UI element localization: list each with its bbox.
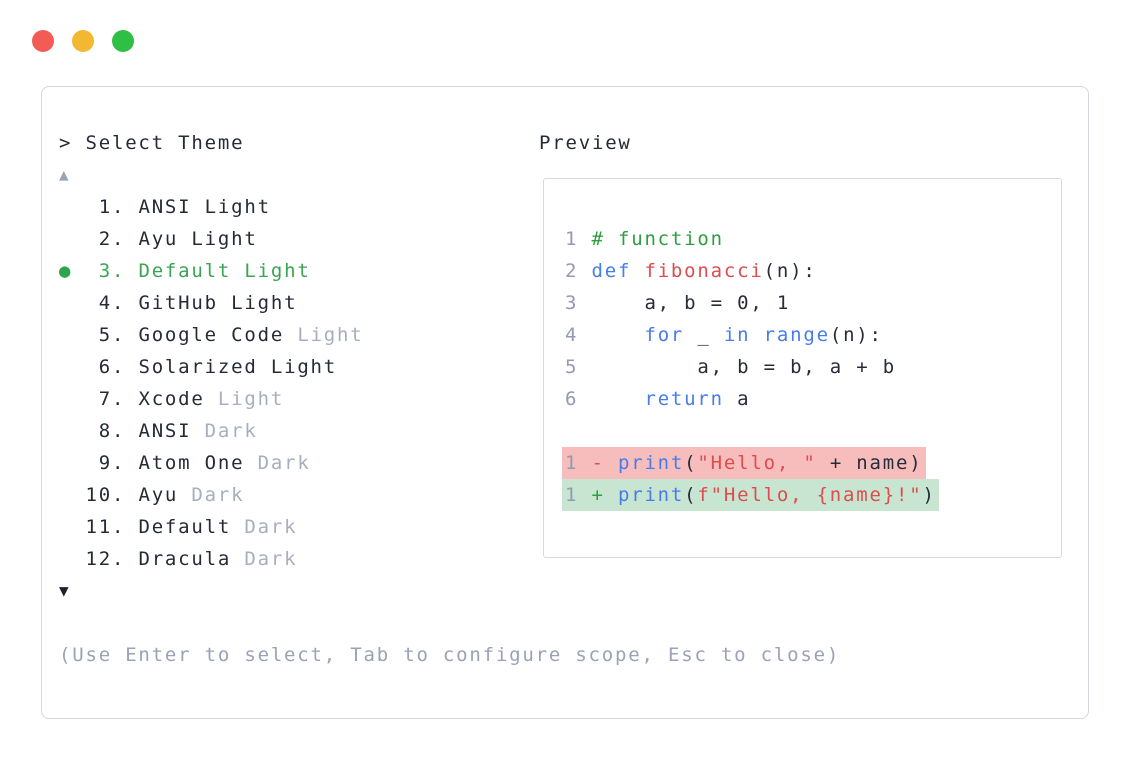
window-controls xyxy=(32,30,134,52)
theme-variant: Dark xyxy=(204,420,258,442)
theme-item-atom-one-dark[interactable]: 9. Atom One Dark xyxy=(59,447,364,479)
theme-variant: Dark xyxy=(244,516,298,538)
theme-name: Google Code xyxy=(138,324,298,346)
line-number: 2 xyxy=(565,260,592,282)
theme-name: Solarized xyxy=(138,356,271,378)
diff-removed-line: 1 - print("Hello, " + name) xyxy=(562,447,926,479)
theme-variant: Light xyxy=(217,388,285,410)
theme-variant: Light xyxy=(231,292,298,314)
code-line: 1 - print("Hello, " + name) xyxy=(562,447,1061,479)
theme-number: 10. xyxy=(85,484,139,506)
code-line: 1 + print(f"Hello, {name}!") xyxy=(562,479,1061,511)
theme-item-dracula-dark[interactable]: 12. Dracula Dark xyxy=(59,543,364,575)
preview-box: 1 # function 2 def fibonacci(n): 3 a, b = … xyxy=(543,178,1062,558)
code-line: 5 a, b = b, a + b xyxy=(565,356,896,378)
code-line: 3 a, b = 0, 1 xyxy=(565,292,791,314)
line-number: 6 xyxy=(565,388,592,410)
theme-variant: Dark xyxy=(191,484,245,506)
line-number: 1 xyxy=(565,484,592,506)
code-line xyxy=(565,415,1061,447)
theme-number: 3. xyxy=(85,260,139,282)
theme-number: 4. xyxy=(85,292,139,314)
theme-item-github-light[interactable]: 4. GitHub Light xyxy=(59,287,364,319)
preview-title: Preview xyxy=(539,132,632,154)
theme-list: 1. ANSI Light 2. Ayu Light● 3. Default L… xyxy=(59,191,364,575)
selected-dot-icon: ● xyxy=(59,260,86,282)
theme-number: 6. xyxy=(85,356,139,378)
theme-number: 5. xyxy=(85,324,139,346)
theme-number: 2. xyxy=(85,228,139,250)
theme-name: ANSI xyxy=(138,420,205,442)
theme-item-default-dark[interactable]: 11. Default Dark xyxy=(59,511,364,543)
code-line: 4 for _ in range(n): xyxy=(565,324,883,346)
theme-number: 11. xyxy=(85,516,139,538)
theme-variant: Light xyxy=(204,196,271,218)
theme-number: 1. xyxy=(85,196,139,218)
theme-item-google-code-light[interactable]: 5. Google Code Light xyxy=(59,319,364,351)
theme-name: Dracula xyxy=(138,548,245,570)
theme-variant: Light xyxy=(244,260,311,282)
theme-name: Default xyxy=(138,516,245,538)
theme-item-default-light[interactable]: ● 3. Default Light xyxy=(59,255,364,287)
theme-number: 12. xyxy=(85,548,139,570)
theme-variant: Light xyxy=(270,356,338,378)
theme-number: 9. xyxy=(85,452,139,474)
scroll-down-icon[interactable]: ▼ xyxy=(59,581,71,600)
line-number: 4 xyxy=(565,324,592,346)
line-number: 1 xyxy=(565,452,592,474)
code-line: 2 def fibonacci(n): xyxy=(565,260,817,282)
theme-item-ayu-light[interactable]: 2. Ayu Light xyxy=(59,223,364,255)
theme-picker-panel: > Select Theme ▲ 1. ANSI Light 2. Ayu Li… xyxy=(41,86,1089,719)
theme-item-ansi-dark[interactable]: 8. ANSI Dark xyxy=(59,415,364,447)
diff-added-line: 1 + print(f"Hello, {name}!") xyxy=(562,479,939,511)
theme-number: 7. xyxy=(85,388,139,410)
line-number: 5 xyxy=(565,356,592,378)
theme-item-xcode-light[interactable]: 7. Xcode Light xyxy=(59,383,364,415)
theme-variant: Dark xyxy=(257,452,311,474)
zoom-button[interactable] xyxy=(112,30,134,52)
code-preview: 1 # function 2 def fibonacci(n): 3 a, b = … xyxy=(544,179,1061,511)
minimize-button[interactable] xyxy=(72,30,94,52)
theme-number: 8. xyxy=(85,420,139,442)
code-line: 1 # function xyxy=(565,228,724,250)
line-number: 1 xyxy=(565,228,592,250)
theme-variant: Light xyxy=(297,324,364,346)
theme-name: Default xyxy=(138,260,245,282)
theme-name: Xcode xyxy=(138,388,218,410)
theme-item-solarized-light[interactable]: 6. Solarized Light xyxy=(59,351,364,383)
theme-variant: Dark xyxy=(244,548,298,570)
theme-name: Ayu xyxy=(138,228,192,250)
theme-name: Ayu xyxy=(138,484,192,506)
theme-name: Atom One xyxy=(138,452,258,474)
theme-name: GitHub xyxy=(138,292,232,314)
keyboard-hint: (Use Enter to select, Tab to configure s… xyxy=(59,644,841,666)
select-theme-prompt: > Select Theme xyxy=(59,132,245,154)
scroll-up-icon[interactable]: ▲ xyxy=(59,165,71,184)
theme-item-ayu-dark[interactable]: 10. Ayu Dark xyxy=(59,479,364,511)
close-button[interactable] xyxy=(32,30,54,52)
theme-variant: Light xyxy=(191,228,258,250)
theme-item-ansi-light[interactable]: 1. ANSI Light xyxy=(59,191,364,223)
line-number: 3 xyxy=(565,292,592,314)
theme-name: ANSI xyxy=(138,196,205,218)
code-line: 6 return a xyxy=(565,388,751,410)
